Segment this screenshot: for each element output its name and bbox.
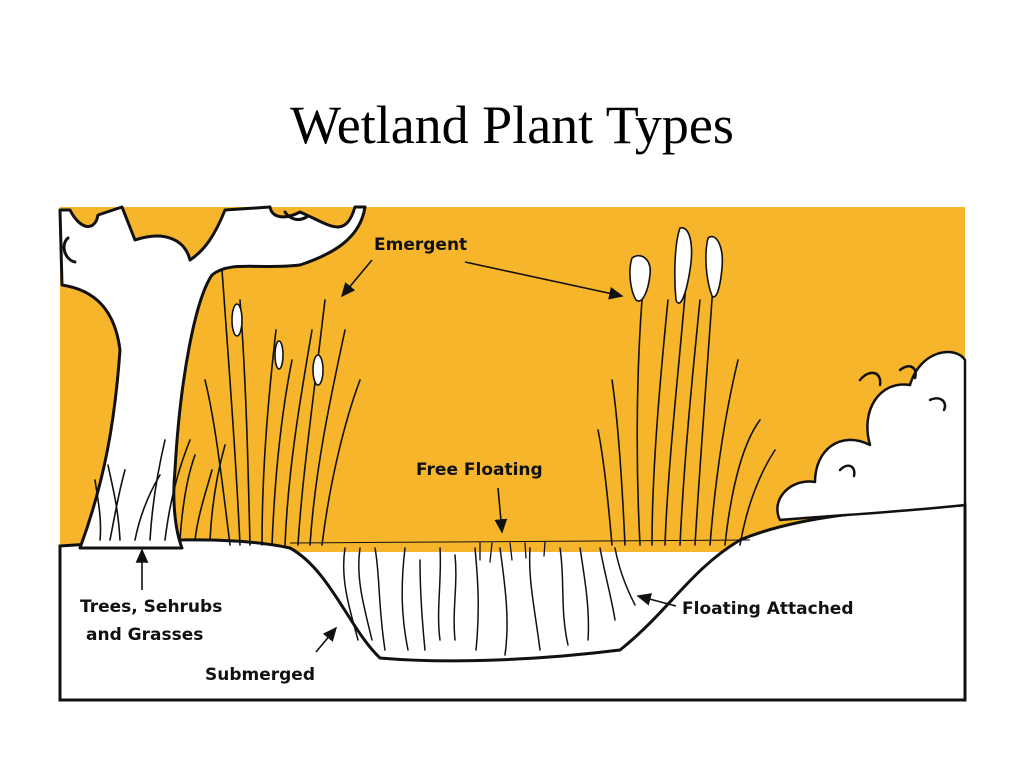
label-floating-attached: Floating Attached xyxy=(682,599,854,619)
left-emergent-plants xyxy=(204,269,361,546)
submerged-plants xyxy=(342,547,636,656)
emergent-arrow-left xyxy=(340,259,373,298)
label-trees-line2: and Grasses xyxy=(86,625,203,645)
basin-ground xyxy=(58,503,967,702)
free-floating-arrow xyxy=(494,487,508,534)
floating-attached-arrow xyxy=(636,593,677,607)
water-line xyxy=(289,539,751,544)
submerged-arrow xyxy=(315,626,338,653)
label-arrows xyxy=(135,259,677,653)
right-emergent-plants xyxy=(597,227,776,546)
left-grasses xyxy=(94,439,226,541)
label-free-floating: Free Floating xyxy=(416,460,543,480)
emergent-arrow-right xyxy=(464,261,624,300)
label-emergent: Emergent xyxy=(374,235,467,255)
right-shrubs xyxy=(776,350,967,522)
free-floating-plants xyxy=(479,541,546,563)
tree xyxy=(58,205,367,550)
label-trees-line1: Trees, Sehrubs xyxy=(80,597,222,617)
label-submerged: Submerged xyxy=(205,665,315,685)
slide-title: Wetland Plant Types xyxy=(290,95,734,155)
